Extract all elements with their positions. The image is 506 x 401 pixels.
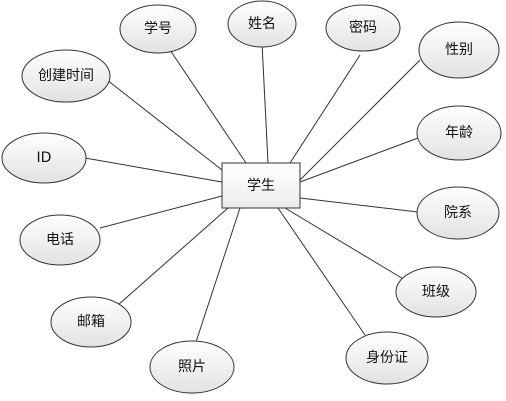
attr-ellipse-dianhua bbox=[19, 214, 101, 266]
connector-yuanxi bbox=[299, 197, 419, 213]
connector-xingbie bbox=[299, 59, 421, 181]
attr-ellipse-xuehao bbox=[119, 4, 197, 54]
attr-label-zhaopian: 照片 bbox=[178, 359, 206, 375]
attr-ellipse-id bbox=[1, 132, 87, 184]
attr-ellipse-yuanxi bbox=[416, 186, 500, 240]
connector-mima bbox=[289, 54, 361, 164]
attr-ellipse-nianling bbox=[416, 105, 502, 161]
attr-label-chuangjian: 创建时间 bbox=[38, 68, 94, 84]
attr-label-xuehao: 学号 bbox=[144, 21, 172, 37]
attr-ellipse-xingming bbox=[227, 0, 297, 48]
entity-box-student bbox=[221, 162, 301, 209]
connector-nianling bbox=[299, 137, 419, 183]
connector-xuehao bbox=[169, 49, 247, 164]
attr-ellipse-zhaopian bbox=[149, 340, 235, 394]
attr-label-shenfenzheng: 身份证 bbox=[366, 350, 408, 366]
attr-label-nianling: 年龄 bbox=[445, 125, 473, 141]
connector-xingming bbox=[261, 42, 269, 164]
attr-ellipse-mima bbox=[325, 4, 401, 52]
connector-dianhua bbox=[99, 195, 223, 229]
attr-label-mima: 密码 bbox=[349, 19, 377, 36]
connectors bbox=[84, 42, 421, 346]
attr-ellipse-shenfenzheng bbox=[345, 331, 429, 385]
connector-zhaopian bbox=[194, 207, 241, 346]
attr-ellipse-chuangjian bbox=[21, 49, 111, 103]
attr-label-dianhua: 电话 bbox=[46, 232, 74, 248]
attr-label-xingming: 姓名 bbox=[248, 16, 276, 32]
attr-ellipse-xingbie bbox=[418, 21, 500, 79]
attr-label-yuanxi: 院系 bbox=[444, 205, 472, 221]
entity-label: 学生 bbox=[247, 178, 275, 194]
connector-id bbox=[84, 157, 223, 183]
attr-ellipse-youxiang bbox=[50, 296, 132, 348]
attr-ellipse-banji bbox=[395, 266, 477, 318]
connector-chuangjian bbox=[101, 75, 223, 171]
attr-label-banji: 班级 bbox=[422, 284, 450, 300]
connector-banji bbox=[284, 207, 406, 281]
connector-shenfenzheng bbox=[277, 207, 366, 336]
attr-label-xingbie: 性别 bbox=[445, 42, 473, 58]
attr-label-youxiang: 邮箱 bbox=[77, 314, 105, 330]
attr-label-id: ID bbox=[37, 150, 52, 166]
connector-youxiang bbox=[117, 207, 229, 306]
